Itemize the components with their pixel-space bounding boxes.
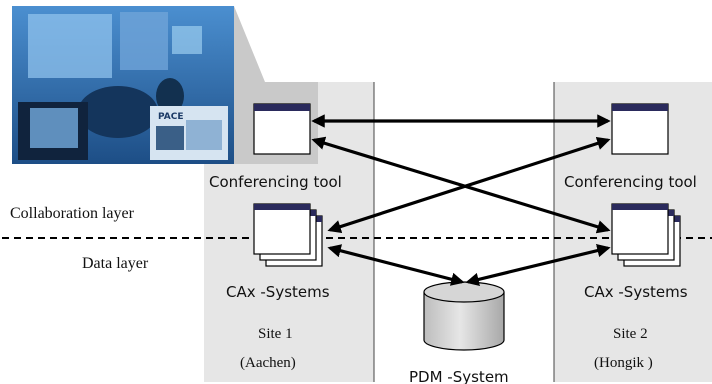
connection-arrows	[311, 114, 611, 286]
pdm-database-icon	[423, 281, 505, 351]
site1-location: (Aachen)	[240, 355, 296, 371]
site1-cax-label: CAx -Systems	[226, 283, 330, 301]
arrow-conf2-cax1	[327, 136, 611, 234]
conference-photo: PACE	[12, 6, 234, 164]
collaboration-layer-label: Collaboration layer	[10, 205, 135, 222]
site2-cax-label: CAx -Systems	[584, 283, 688, 301]
arrow-cax1-pdm	[327, 244, 465, 286]
site1-name: Site 1	[258, 326, 293, 342]
site2-location: (Hongik )	[594, 355, 653, 371]
site2-name: Site 2	[613, 326, 648, 342]
site2-conferencing-label: Conferencing tool	[564, 173, 697, 191]
data-layer-label: Data layer	[82, 255, 149, 272]
site2-cax-windows-icon	[611, 203, 681, 267]
arrow-cax2-pdm	[465, 244, 611, 286]
pdm-system-label: PDM -System	[409, 368, 509, 384]
site1-conferencing-label: Conferencing tool	[209, 173, 342, 191]
site1-conferencing-window-icon	[253, 103, 311, 155]
site2-conferencing-window-icon	[611, 103, 669, 155]
photo-poster-text: PACE	[158, 112, 184, 122]
site1-cax-windows-icon	[253, 203, 323, 267]
